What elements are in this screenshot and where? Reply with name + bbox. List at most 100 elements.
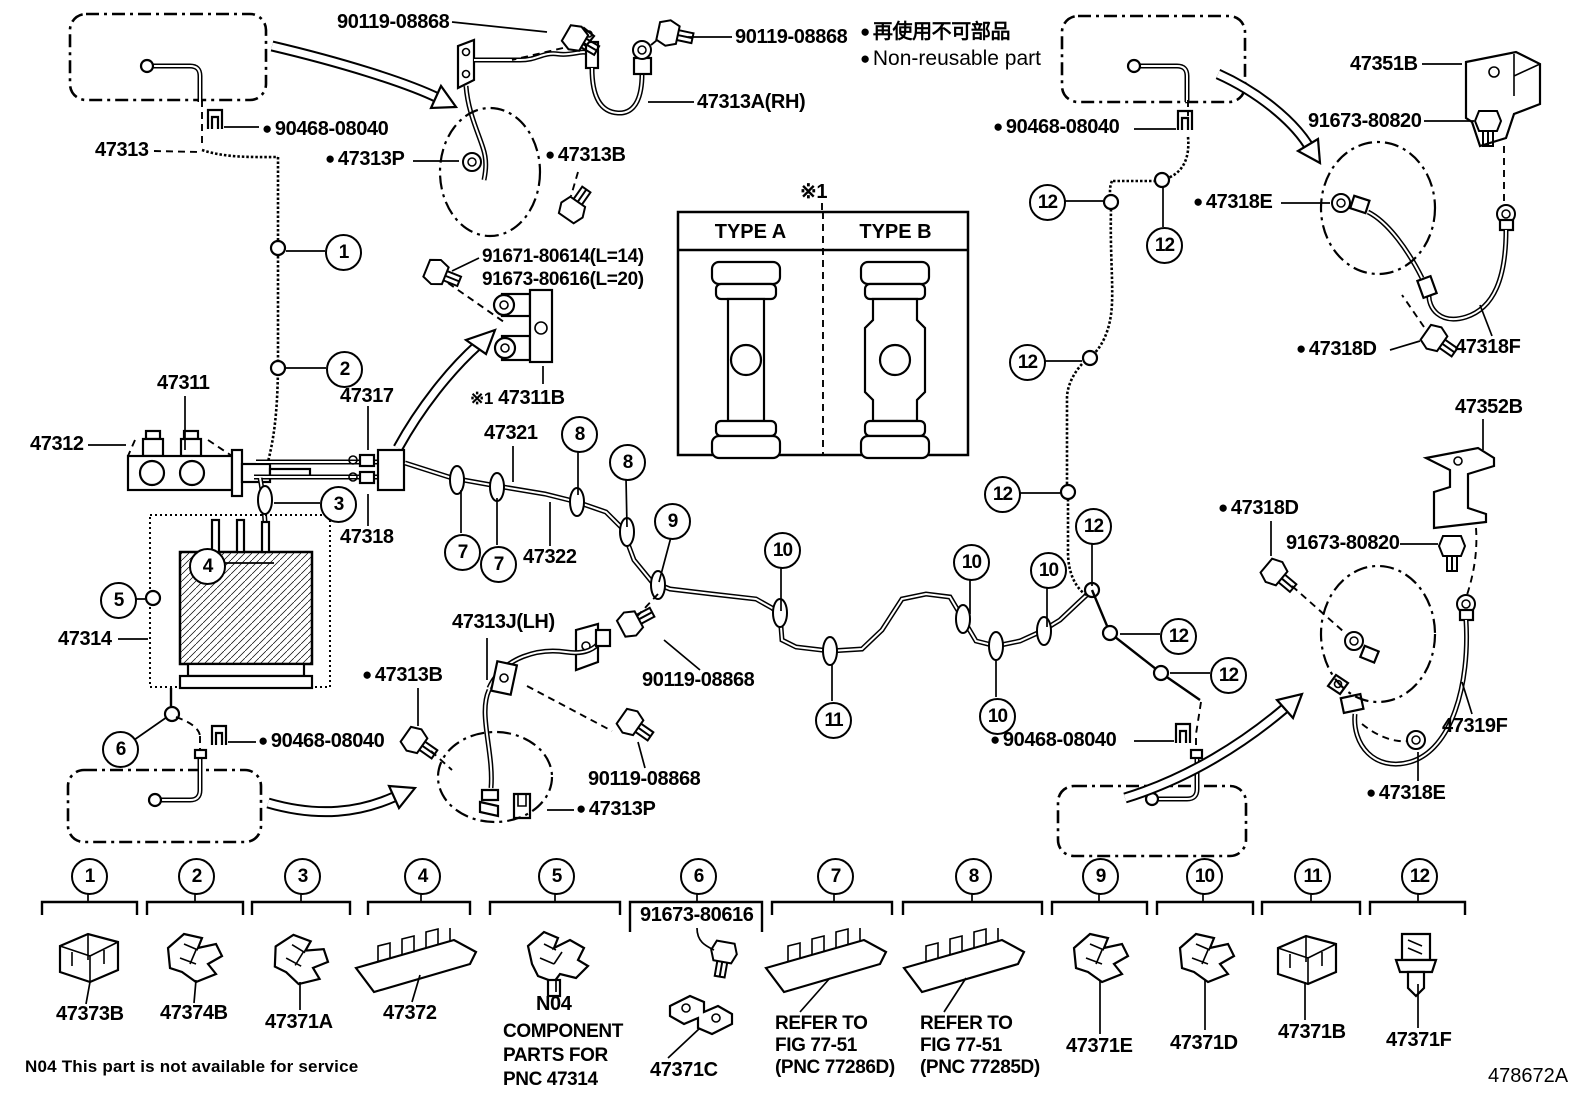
legend-balloon-5: 5 xyxy=(538,858,575,895)
legend-balloon-10: 10 xyxy=(1186,858,1223,895)
part-label-90468-08040-r1: ●90468-08040 xyxy=(993,116,1120,138)
flow-arrows xyxy=(266,40,1322,818)
type-a-header: TYPE A xyxy=(714,221,787,243)
part-label-47318d-mid: ●47318D xyxy=(1218,497,1299,519)
legend-part-47372: 47372 xyxy=(383,1002,437,1024)
legend-note-line1: COMPONENT xyxy=(503,1021,623,1042)
balloon-12a: 12 xyxy=(1029,184,1066,221)
legend-note-line2: PARTS FOR xyxy=(503,1045,608,1066)
legend-part-47371b: 47371B xyxy=(1278,1021,1346,1043)
legend-balloon-9: 9 xyxy=(1082,858,1119,895)
part-label-47314: 47314 xyxy=(58,628,112,650)
part-label-90119-08868-tl: 90119-08868 xyxy=(337,11,450,33)
legend-balloon-11: 11 xyxy=(1294,858,1331,895)
part-label-47318f: 47318F xyxy=(1455,336,1521,358)
part-label-47313a-rh: 47313A(RH) xyxy=(697,91,806,113)
wheel-position-boxes xyxy=(66,12,1248,858)
legend-ref7-line3: (PNC 77286D) xyxy=(775,1057,895,1078)
legend-balloon-1: 1 xyxy=(71,858,108,895)
legend-part-91673-80616: 91673-80616 xyxy=(640,904,754,926)
front-left-hose-assembly xyxy=(397,599,661,824)
legend-part-47371f: 47371F xyxy=(1386,1029,1452,1051)
legend-balloon-8: 8 xyxy=(955,858,992,895)
balloon-12b: 12 xyxy=(1146,227,1183,264)
part-label-47318: 47318 xyxy=(340,526,394,548)
part-label-47321: 47321 xyxy=(484,422,538,444)
bullet-icon: ● xyxy=(860,49,870,68)
legend-part-47371e: 47371E xyxy=(1066,1035,1133,1057)
balloon-4: 4 xyxy=(189,548,226,585)
legend-ref8-line1: REFER TO xyxy=(920,1013,1013,1034)
front-right-hose-assembly xyxy=(438,17,698,238)
legend-part-47371a: 47371A xyxy=(265,1011,333,1033)
part-label-47313b-top: ●47313B xyxy=(545,144,626,166)
balloon-11: 11 xyxy=(815,702,852,739)
part-label-47351b: 47351B xyxy=(1350,53,1418,75)
part-label-47313: 47313 xyxy=(95,139,149,161)
part-label-91673-80616-l20: 91673-80616(L=20) xyxy=(482,269,644,290)
legend-part-47374b: 47374B xyxy=(160,1002,228,1024)
balloon-12g: 12 xyxy=(1210,657,1247,694)
legend-balloon-3: 3 xyxy=(284,858,321,895)
balloon-12f: 12 xyxy=(1160,618,1197,655)
ref-marker: ※1 xyxy=(470,389,493,408)
part-label-90468-08040-l2: ●90468-08040 xyxy=(258,730,385,752)
legend-balloon-6: 6 xyxy=(680,858,717,895)
part-label-47313p-top: ●47313P xyxy=(325,148,405,170)
part-label-47311b: ※1 47311B xyxy=(470,387,565,409)
legend-note-line3: PNC 47314 xyxy=(503,1069,598,1090)
part-label-91673-80820-bottom: 91673-80820 xyxy=(1286,532,1400,554)
balloon-10a: 10 xyxy=(764,532,801,569)
type-compare-box xyxy=(676,203,970,460)
ref-marker-type-box: ※1 xyxy=(800,181,828,203)
part-label-90468-08040-l1: ●90468-08040 xyxy=(262,118,389,140)
legend-part-47371c: 47371C xyxy=(650,1059,718,1081)
master-cylinder-drawing xyxy=(126,429,312,498)
bullet-icon: ● xyxy=(860,22,870,41)
part-label-47312: 47312 xyxy=(30,433,84,455)
balloon-9: 9 xyxy=(654,503,691,540)
rear-right-lower-assembly xyxy=(1256,446,1496,764)
balloon-8a: 8 xyxy=(561,416,598,453)
legend-part-47371d: 47371D xyxy=(1170,1032,1238,1054)
balloon-6: 6 xyxy=(102,731,139,768)
legend-balloon-12: 12 xyxy=(1401,858,1438,895)
part-label-91671-80614: 91671-80614(L=14) xyxy=(482,246,644,267)
part-label-90119-08868-m1: 90119-08868 xyxy=(642,669,755,691)
balloon-10b: 10 xyxy=(953,544,990,581)
legend-ref8-line3: (PNC 77285D) xyxy=(920,1057,1040,1078)
legend-nonreusable-en: ●Non-reusable part xyxy=(860,47,1041,70)
balloon-5: 5 xyxy=(100,582,137,619)
balloon-12d: 12 xyxy=(984,476,1021,513)
part-label-47318e-top: ●47318E xyxy=(1193,191,1273,213)
abs-actuator-drawing xyxy=(144,514,331,760)
part-label-47318d-top: ●47318D xyxy=(1296,338,1377,360)
balloon-2: 2 xyxy=(326,351,363,388)
part-label-47317: 47317 xyxy=(340,385,394,407)
rear-right-upper-assembly xyxy=(1319,50,1542,365)
figure-code: 478672A xyxy=(1488,1065,1569,1087)
part-label-47318e-bottom: ●47318E xyxy=(1366,782,1446,804)
legend-ref7-line1: REFER TO xyxy=(775,1013,868,1034)
part-label-47313j-lh: 47313J(LH) xyxy=(452,611,555,633)
front-left-tube xyxy=(201,100,287,463)
balloon-12e: 12 xyxy=(1075,508,1112,545)
balloon-1: 1 xyxy=(325,234,362,271)
part-label-90119-08868-tr: 90119-08868 xyxy=(735,26,848,48)
part-label-90119-08868-m2: 90119-08868 xyxy=(588,768,701,790)
balloon-12c: 12 xyxy=(1009,344,1046,381)
part-label-90468-08040-r2: ●90468-08040 xyxy=(990,729,1117,751)
legend-ref8-line2: FIG 77-51 xyxy=(920,1035,1002,1056)
rear-tube-line xyxy=(1059,100,1204,760)
type-b-header: TYPE B xyxy=(859,221,932,243)
balloon-10d: 10 xyxy=(1030,552,1067,589)
part-label-91673-80820-top: 91673-80820 xyxy=(1308,110,1422,132)
connector-47311b xyxy=(420,255,554,364)
part-label-47311: 47311 xyxy=(157,372,210,394)
legend-ref7-line2: FIG 77-51 xyxy=(775,1035,857,1056)
leader-lines xyxy=(88,21,1493,811)
main-tube-run xyxy=(405,463,1092,666)
part-label-47313p-bottom: ●47313P xyxy=(576,798,656,820)
balloon-3: 3 xyxy=(320,486,357,523)
